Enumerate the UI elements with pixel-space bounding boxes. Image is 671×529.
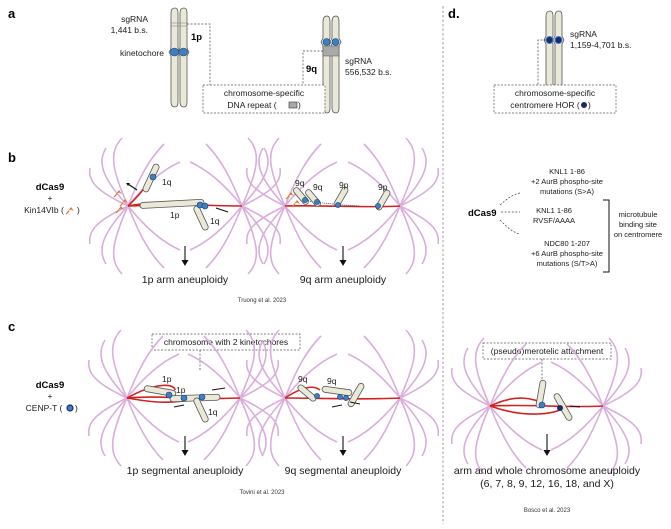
- b-right-9q-b: 9q: [313, 182, 323, 192]
- c-left-1p-b: 1p: [176, 385, 186, 395]
- d-knl1-top-2: +2 AurB phospho-site: [531, 177, 603, 186]
- c-left-1q: 1q: [208, 407, 218, 417]
- merotelic-box: [482, 342, 612, 360]
- b-right-9p-a: 9p: [339, 180, 349, 190]
- b-left-1q-b: 1q: [210, 216, 220, 226]
- hor-dot-left: [545, 36, 554, 44]
- c-cenpt-close: ): [75, 403, 78, 413]
- d-ndc80-2: +6 AurB phospho-site: [531, 249, 603, 258]
- hor-icon: [581, 102, 587, 108]
- two-kt-box: [151, 333, 301, 351]
- d-knl1-mid-1: KNL1 1-86: [536, 206, 572, 215]
- dna-repeat-box: [202, 84, 326, 114]
- c-dcas9: dCas9: [36, 380, 65, 391]
- b-outcome-left: 1p arm aneuploidy: [142, 274, 229, 286]
- c-left-chromosomes: [143, 385, 221, 423]
- sgrna-d-label: sgRNA: [570, 29, 597, 39]
- merotelic-label: (pseudo)merotelic attachment: [491, 346, 604, 356]
- d-citation: Bosco et al. 2023: [524, 508, 571, 514]
- dna-repeat-line2: DNA repeat (: [227, 100, 276, 110]
- panel-letter-b: b: [8, 150, 16, 165]
- d-dcas9: dCas9: [468, 208, 497, 219]
- sgrna-d-sites: 1,159-4,701 b.s.: [570, 40, 631, 50]
- c-cenpt: CENP-T (: [26, 403, 63, 413]
- d-chromosomes: [535, 379, 573, 421]
- hor-close: ): [588, 100, 591, 110]
- d-outcome-line1: arm and whole chromosome aneuploidy: [454, 465, 641, 477]
- b-citation: Truong et al. 2023: [238, 298, 287, 304]
- c-right-9q-a: 9q: [298, 374, 308, 384]
- d-ndc80-1: NDC80 1-207: [544, 239, 590, 248]
- b-motor: Kin14VIb (: [24, 205, 64, 215]
- chromosome-1: [168, 7, 190, 108]
- sgrna-right-sites: 556,532 b.s.: [345, 67, 392, 77]
- hor-box: [493, 84, 617, 114]
- d-mt-binding-3: on centromere: [614, 230, 662, 239]
- b-dcas9: dCas9: [36, 182, 65, 193]
- hor-dot-right: [554, 36, 563, 44]
- dna-repeat-close: ): [298, 100, 301, 110]
- hor-line1: chromosome-specific: [515, 88, 596, 98]
- panel-letter-d: d.: [448, 6, 460, 21]
- hor-line2: centromere HOR (: [510, 100, 580, 110]
- dna-repeat-icon: [288, 101, 298, 109]
- sgrna-right-label: sgRNA: [345, 56, 372, 66]
- c-citation: Tovini et al. 2023: [239, 490, 285, 496]
- d-knl1-mid-2: RVSF/AAAA: [533, 216, 575, 225]
- b-right-9q-a: 9q: [295, 178, 305, 188]
- panel-a: sgRNA 1,441 b.s. kinetochore 1p 9q sgRNA…: [111, 7, 392, 114]
- b-left-chromosomes: [139, 163, 209, 231]
- kinetochore-dot-left: [170, 47, 179, 57]
- d-knl1-top-3: mutations (S>A): [540, 187, 594, 196]
- arm-1p-label: 1p: [191, 32, 202, 43]
- d-ndc80-3: mutations (S/T>A): [537, 259, 598, 268]
- d-mt-binding-1: microtubule: [619, 210, 658, 219]
- b-outcome-right: 9q arm aneuploidy: [300, 274, 387, 286]
- b-left-1q-a: 1q: [162, 177, 172, 187]
- d-bracket: [603, 199, 610, 273]
- panel-b: dCas9 + Kin14VIb ( ) 1q 1p 1q: [24, 137, 440, 304]
- b-left-1p: 1p: [170, 210, 180, 220]
- dna-repeat-line1: chromosome-specific: [224, 88, 305, 98]
- b-right-chromosomes: [293, 186, 391, 211]
- c-right-chromosomes: [297, 382, 365, 408]
- c-plus: +: [48, 391, 53, 401]
- b-motor-close: ): [77, 205, 80, 215]
- panel-d-top: sgRNA 1,159-4,701 b.s. chromosome-specif…: [493, 10, 631, 114]
- panel-letter-c: c: [8, 319, 15, 334]
- c-cenpt-icon: [66, 404, 74, 412]
- sgrna-left-sites: 1,441 b.s.: [111, 25, 148, 35]
- panel-d-bottom: (pseudo)merotelic attachment arm and who…: [450, 337, 643, 514]
- panel-letter-a: a: [8, 6, 16, 21]
- kinetochore-dot-right: [179, 47, 188, 57]
- d-mt-binding-2: binding site: [619, 220, 657, 229]
- kinetochore-label: kinetochore: [120, 48, 164, 58]
- c-outcome-right: 9q segmental aneuploidy: [285, 465, 403, 477]
- c-right-9q-b: 9q: [327, 376, 337, 386]
- d-outcome-line2: (6, 7, 8, 9, 12, 16, 18, and X): [480, 478, 614, 490]
- arm-9q-label: 9q: [306, 64, 317, 75]
- d-knl1-top-1: KNL1 1-86: [549, 167, 585, 176]
- b-right-9p-b: 9p: [378, 182, 388, 192]
- c-outcome-left: 1p segmental aneuploidy: [127, 465, 245, 477]
- c-left-1p-a: 1p: [162, 374, 172, 384]
- panel-c: dCas9 + CENP-T ( ) chromosome with 2 kin…: [26, 329, 440, 496]
- b-motor-icon: [65, 206, 75, 215]
- two-kt-label: chromosome with 2 kinetochores: [164, 337, 288, 347]
- b-plus: +: [48, 193, 53, 203]
- sgrna-left-label: sgRNA: [121, 14, 148, 24]
- panel-d-middle: dCas9 KNL1 1-86 +2 AurB phospho-site mut…: [468, 167, 662, 273]
